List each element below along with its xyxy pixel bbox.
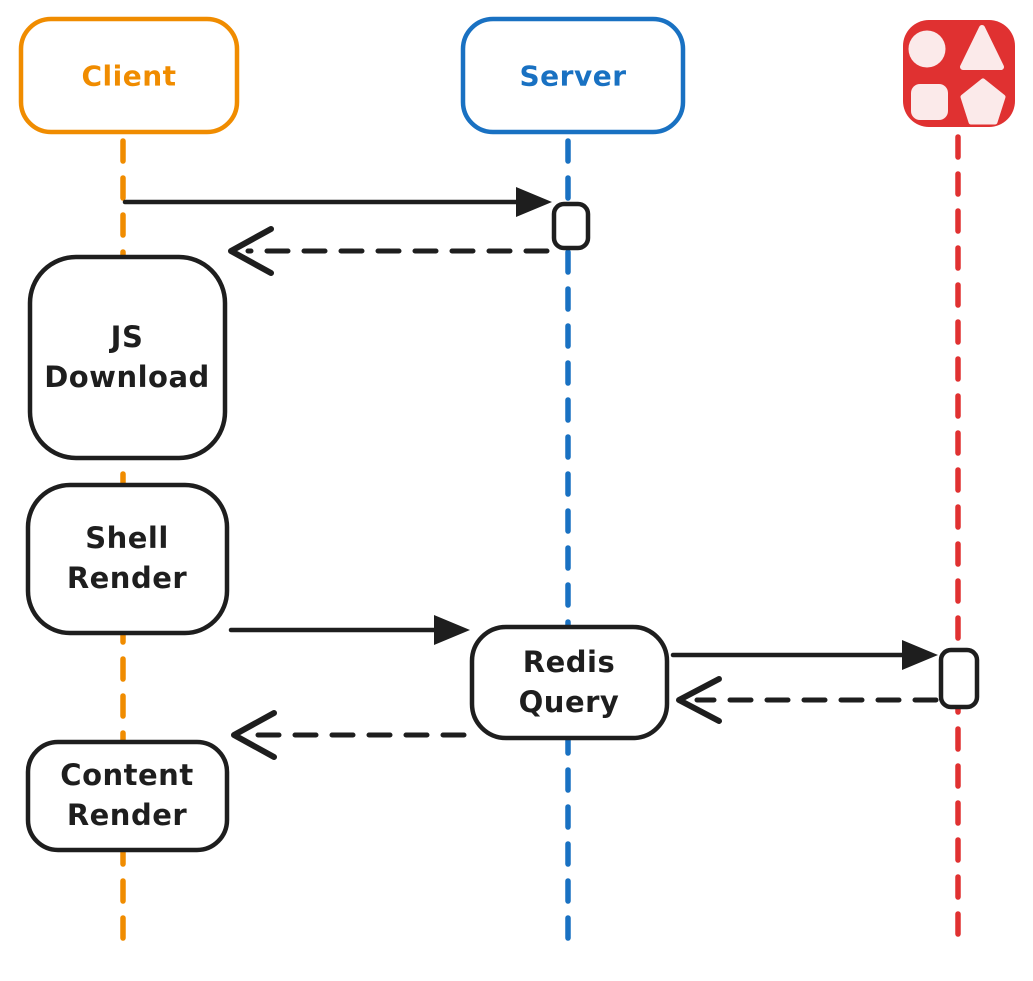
server-activation-box: [551, 201, 591, 251]
js-download-box: [27, 254, 228, 461]
message-redis-to-datastore: [670, 640, 938, 670]
content-render-box: [25, 739, 230, 853]
shell-render-box: [25, 482, 230, 636]
circle-shape-icon: [908, 30, 946, 68]
message-datastore-to-redis: [676, 676, 939, 724]
server-actor-box: [460, 16, 686, 135]
triangle-shape-icon: [960, 25, 1004, 70]
open-arrowhead-icon: [228, 226, 274, 276]
boxes: [18, 16, 686, 853]
message-client-to-server: [122, 187, 552, 217]
message-redis-to-content: [231, 710, 467, 760]
square-shape-icon: [911, 84, 948, 120]
message-server-to-client: [228, 226, 550, 276]
message-shell-to-redis: [228, 615, 470, 645]
open-arrowhead-icon: [676, 676, 722, 724]
client-actor-box: [18, 16, 240, 135]
open-arrowhead-icon: [231, 710, 277, 760]
pentagon-shape-icon: [960, 78, 1006, 125]
messages: [122, 187, 939, 760]
redis-query-box: [469, 624, 670, 741]
datastore-activation-box: [938, 647, 980, 710]
shapes-icon: [903, 20, 1015, 127]
arrowhead-icon: [516, 187, 552, 217]
arrowhead-icon: [434, 615, 470, 645]
arrowhead-icon: [902, 640, 938, 670]
